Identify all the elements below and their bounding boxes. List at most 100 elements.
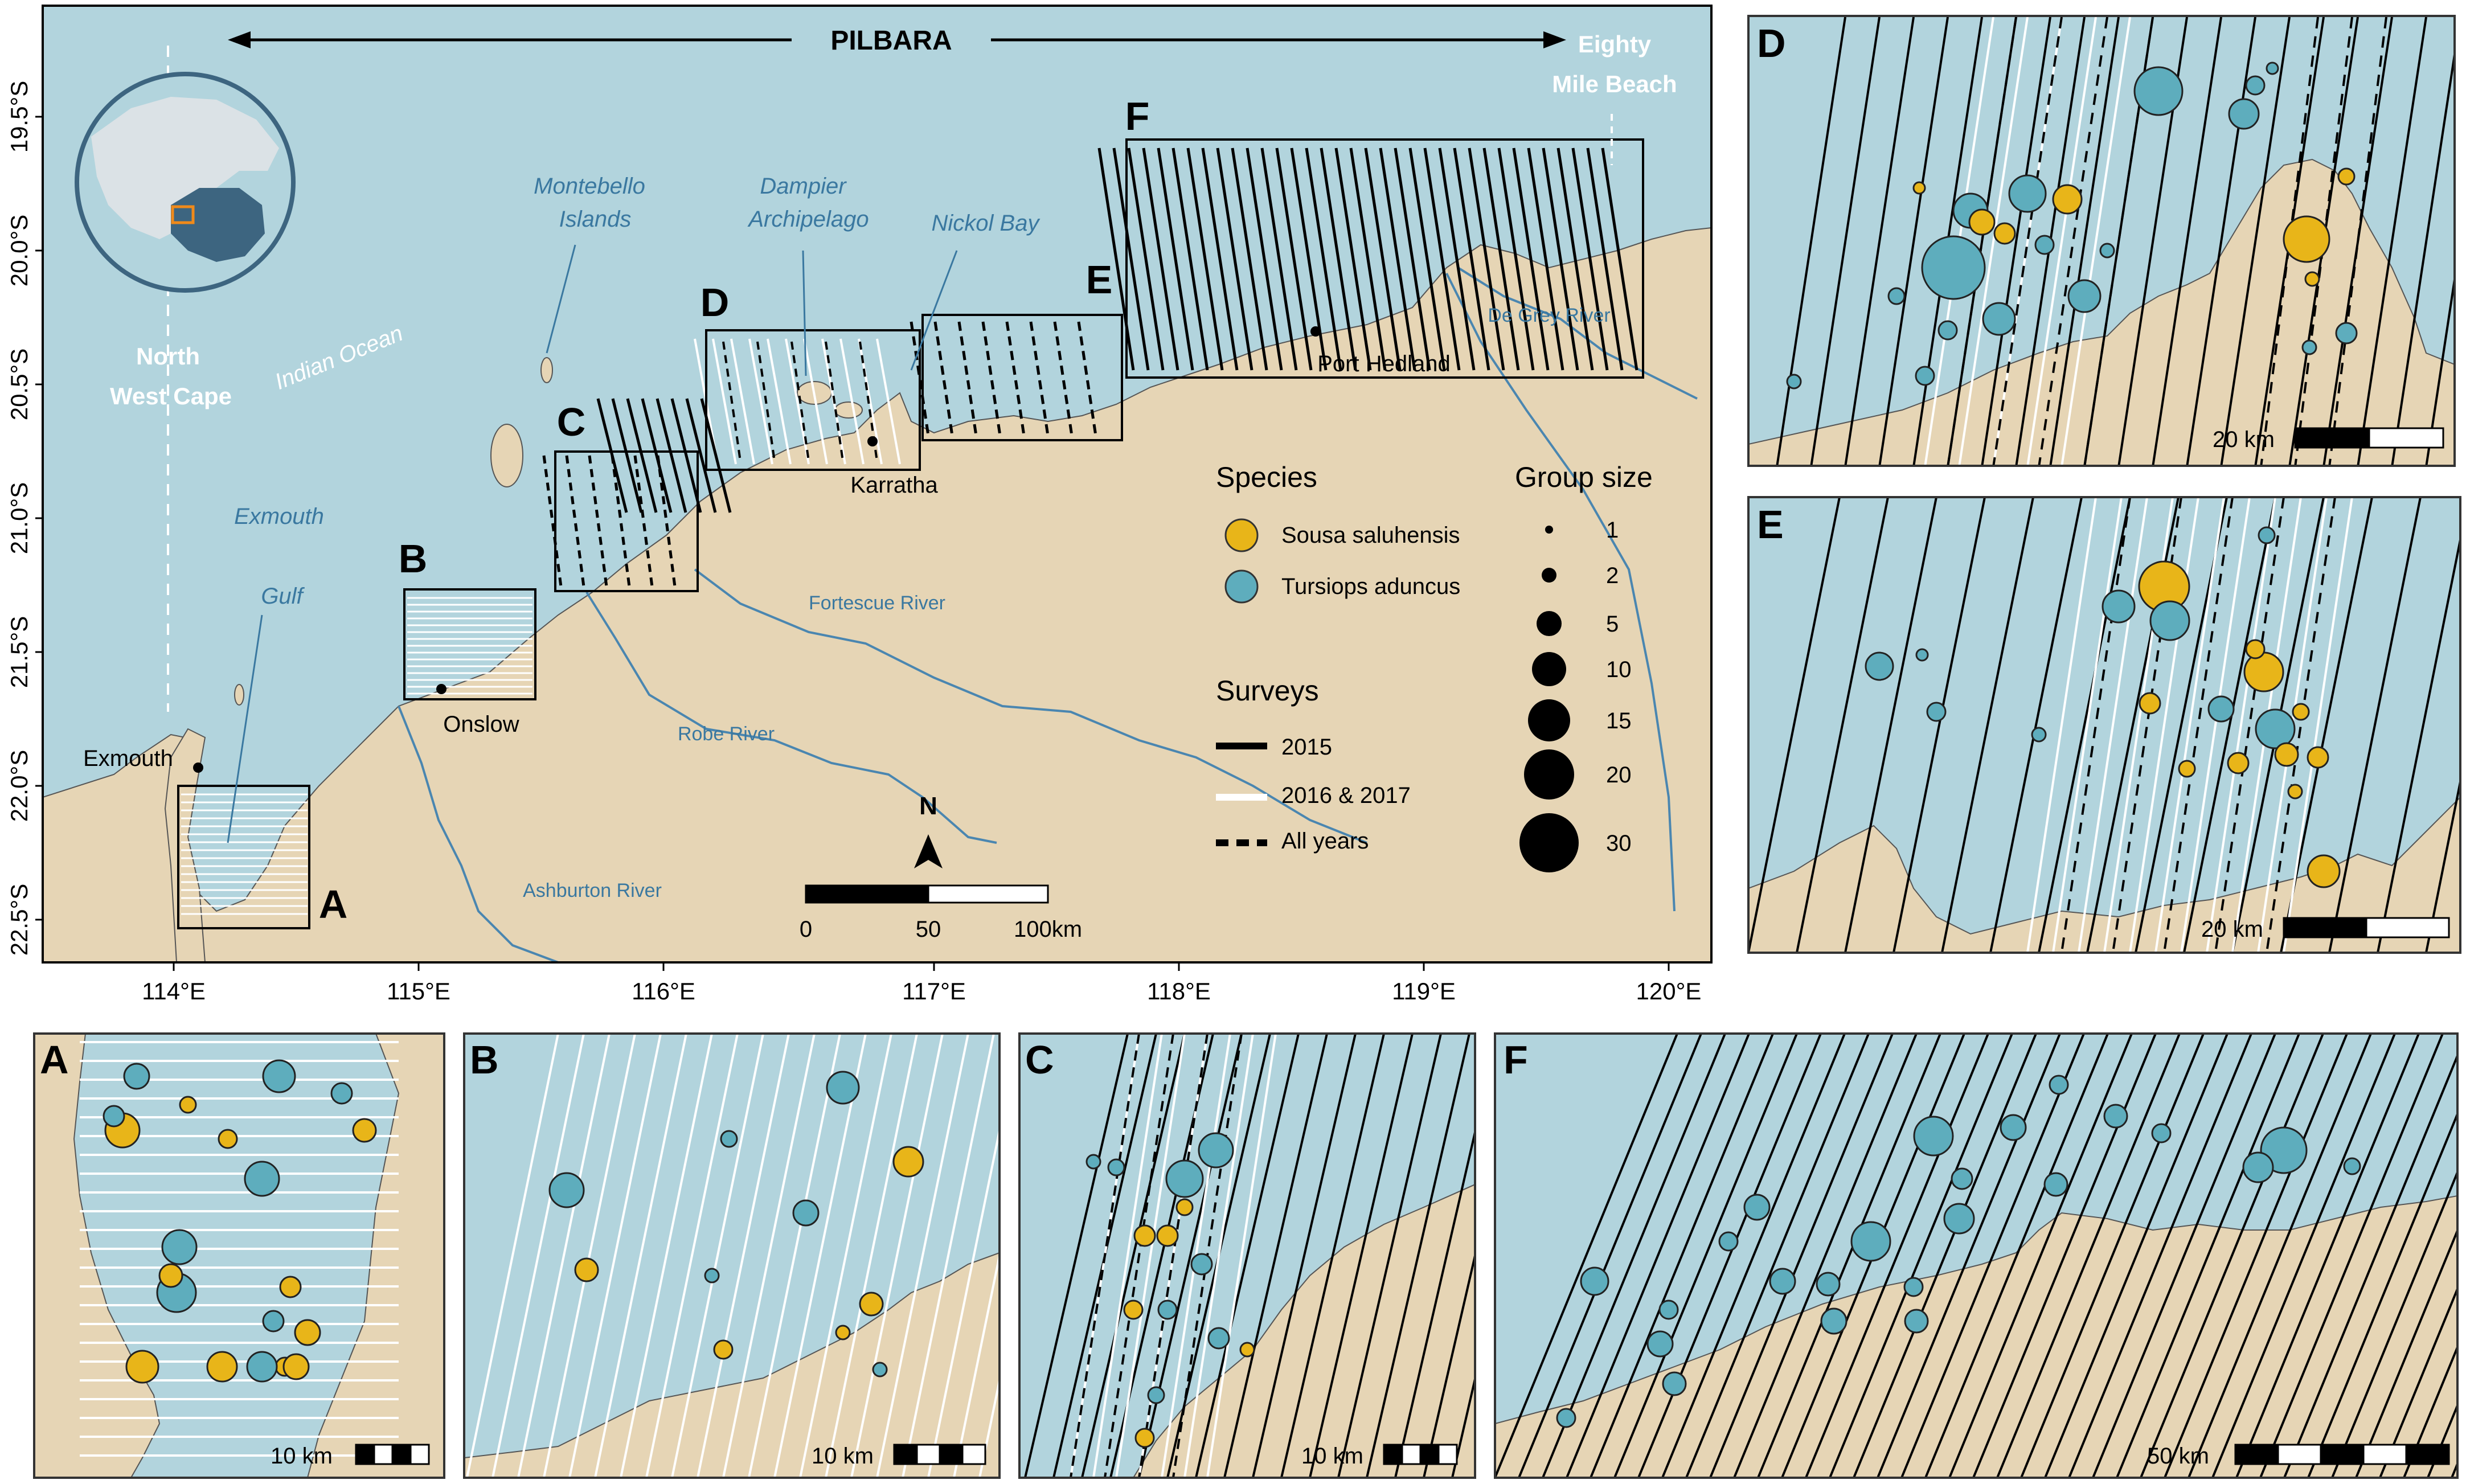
sighting-dot xyxy=(1133,1224,1156,1247)
inset-F: F 50 km xyxy=(1494,1032,2459,1479)
pilbara-arrow: PILBARA xyxy=(228,26,1566,56)
lat-tick-label: 22.5°S xyxy=(6,884,32,956)
sighting-dot xyxy=(2008,174,2047,213)
sighting-dot xyxy=(1993,222,2016,245)
box-C xyxy=(554,450,699,592)
sighting-dot xyxy=(2099,243,2115,259)
ashburton-river xyxy=(398,706,559,962)
inset-B-letter: B xyxy=(470,1038,499,1082)
lon-tick-label: 116°E xyxy=(632,978,695,1005)
svg-text:20 km: 20 km xyxy=(2213,427,2275,452)
sighting-dot xyxy=(2245,75,2266,96)
sighting-dot xyxy=(826,1071,860,1105)
legend-size-label: 1 xyxy=(1606,518,1619,543)
leader-lines xyxy=(227,244,958,843)
main-scale-bar: 0 50 100km xyxy=(800,884,1082,942)
inset-A-land-east xyxy=(306,1034,444,1478)
svg-text:N: N xyxy=(919,792,937,820)
eighty-mile-label-2: Mile Beach xyxy=(1552,71,1677,97)
rivers xyxy=(398,267,1698,962)
sighting-dot xyxy=(123,1063,150,1090)
sighting-dot xyxy=(892,1146,924,1178)
karratha-dot xyxy=(867,436,878,446)
de-grey-label: De Grey River xyxy=(1488,305,1610,326)
sighting-dot xyxy=(2227,752,2250,774)
dampier-label: Dampier xyxy=(760,174,847,199)
legend-size-label: 2 xyxy=(1606,563,1619,588)
north-west-cape-label-2: West Cape xyxy=(110,383,232,409)
ashburton-label: Ashburton River xyxy=(523,880,662,901)
sighting-dot xyxy=(244,1161,280,1197)
sighting-dot xyxy=(574,1257,599,1282)
exmouth-gulf-label: Exmouth xyxy=(234,504,324,529)
box-letter-A: A xyxy=(319,882,348,927)
inset-A: A 10 km xyxy=(33,1032,445,1479)
sighting-dot xyxy=(1786,374,1802,390)
sighting-dot xyxy=(1769,1268,1796,1295)
survey-transects xyxy=(181,147,1638,915)
box-D xyxy=(705,329,921,471)
legend-tursiops-swatch xyxy=(1224,569,1259,604)
inset-C: C 10 km xyxy=(1018,1032,1476,1479)
island-small xyxy=(234,684,244,706)
sighting-dot xyxy=(2343,1157,2361,1175)
sighting-dot xyxy=(218,1129,238,1149)
main-map: PILBARA Eighty Mile Beach North West Cap… xyxy=(6,5,1713,1005)
sighting-dot xyxy=(1646,1330,1674,1358)
towns xyxy=(193,326,1321,773)
legend-size-label: 20 xyxy=(1606,763,1632,788)
svg-text:0: 0 xyxy=(800,917,812,942)
sighting-dot xyxy=(859,1292,884,1317)
inset-E: E 20 km xyxy=(1747,496,2461,954)
lon-tick-label: 118°E xyxy=(1147,978,1211,1005)
sighting-dot xyxy=(1943,1203,1975,1235)
sighting-dot xyxy=(2307,746,2329,769)
sighting-dot xyxy=(1820,1307,1848,1335)
sighting-dot xyxy=(1207,1327,1230,1350)
islands xyxy=(234,357,863,706)
inset-D-scale: 20 km xyxy=(2213,427,2444,452)
inset-F-letter: F xyxy=(1504,1038,1528,1082)
lon-tick-label: 120°E xyxy=(1636,978,1702,1005)
sighting-dot xyxy=(2133,66,2184,116)
legend-group-title: Group size xyxy=(1515,461,1653,493)
sighting-dot xyxy=(1175,1198,1194,1216)
lat-tick-label: 20.5°S xyxy=(6,349,32,421)
sighting-dot xyxy=(1915,648,1929,662)
svg-text:10 km: 10 km xyxy=(271,1444,333,1469)
inset-A-scale: 10 km xyxy=(271,1444,430,1469)
port-hedland-label: Port Hedland xyxy=(1317,351,1450,376)
box-B xyxy=(403,588,536,700)
sighting-dot xyxy=(2034,235,2055,255)
sighting-dot xyxy=(2043,1172,2068,1197)
lat-tick-label: 20.0°S xyxy=(6,215,32,287)
lat-tick-label: 22.0°S xyxy=(6,750,32,822)
sighting-dot xyxy=(1662,1371,1687,1396)
legend-size-label: 15 xyxy=(1606,708,1632,733)
inset-B-scale: 10 km xyxy=(812,1444,986,1469)
sighting-dot xyxy=(1198,1132,1234,1169)
sighting-dot xyxy=(1134,1428,1155,1448)
sighting-dot xyxy=(103,1105,125,1128)
sighting-dot xyxy=(294,1319,321,1346)
sighting-dot xyxy=(2304,271,2320,287)
sighting-dot xyxy=(2301,339,2317,355)
inset-E-scale: 20 km xyxy=(2201,917,2450,942)
fortescue-river xyxy=(694,568,1367,844)
sighting-dot xyxy=(1850,1221,1891,1262)
sighting-dot xyxy=(2102,589,2136,624)
north-west-cape-label: North xyxy=(136,343,200,370)
globe-study-area xyxy=(171,205,195,224)
lon-tick-label: 115°E xyxy=(387,978,450,1005)
box-letter-D: D xyxy=(701,280,730,325)
legend-size-circle xyxy=(1528,699,1570,741)
nickol-bay-label: Nickol Bay xyxy=(932,211,1041,236)
box-E xyxy=(921,314,1123,441)
coastal-creek xyxy=(1445,273,1676,912)
sighting-dot xyxy=(1912,181,1926,195)
sighting-dot xyxy=(1937,320,1958,341)
inset-C-scale: 10 km xyxy=(1301,1444,1458,1469)
inset-E-letter: E xyxy=(1757,502,1784,547)
svg-text:100km: 100km xyxy=(1014,917,1082,942)
